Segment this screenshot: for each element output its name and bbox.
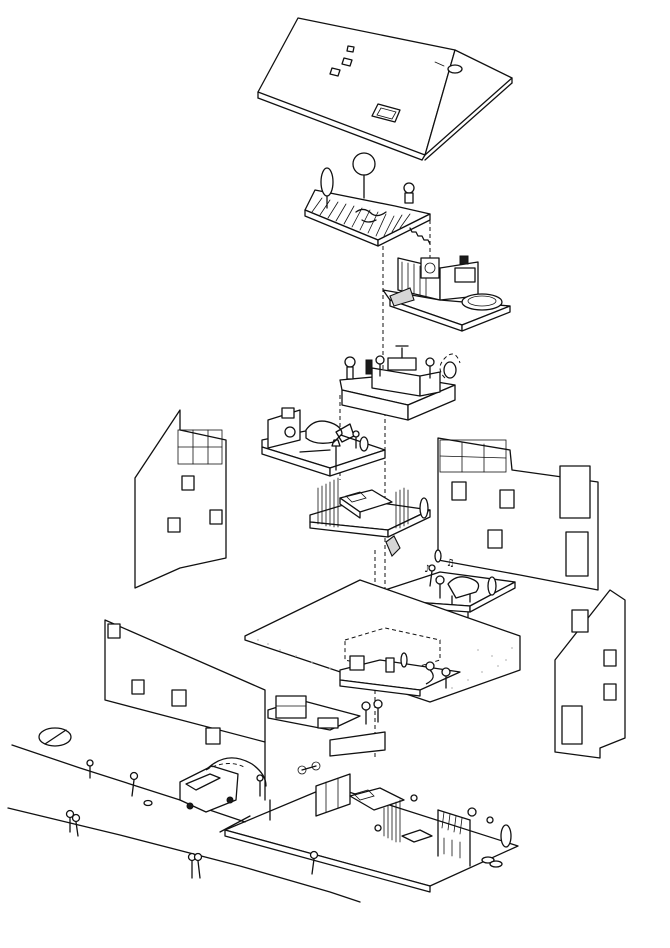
bedroom <box>309 477 431 557</box>
car-icon <box>179 757 267 813</box>
bathtub-icon <box>461 293 503 311</box>
people-icon <box>375 355 435 379</box>
ground-floor <box>224 695 519 893</box>
people-icon <box>65 759 319 879</box>
dog-icon <box>143 799 153 807</box>
right-low-wall <box>554 589 626 759</box>
living-room <box>261 407 386 477</box>
dining-kitchen <box>339 345 461 421</box>
bed-icon <box>349 787 405 811</box>
front-left-wall <box>104 619 266 745</box>
tree-icon <box>320 152 415 209</box>
cat-icon <box>447 64 463 74</box>
piano-icon <box>447 576 480 605</box>
street <box>7 741 361 903</box>
svg-text:♫: ♫ <box>446 558 455 569</box>
roof-terrace <box>304 152 431 247</box>
entrance-level <box>244 579 521 703</box>
left-wall <box>134 409 227 589</box>
svg-text:♪: ♪ <box>424 564 430 575</box>
right-wall <box>437 437 599 591</box>
roof <box>257 17 513 161</box>
bathroom <box>382 255 511 332</box>
clock-icon <box>38 727 72 747</box>
